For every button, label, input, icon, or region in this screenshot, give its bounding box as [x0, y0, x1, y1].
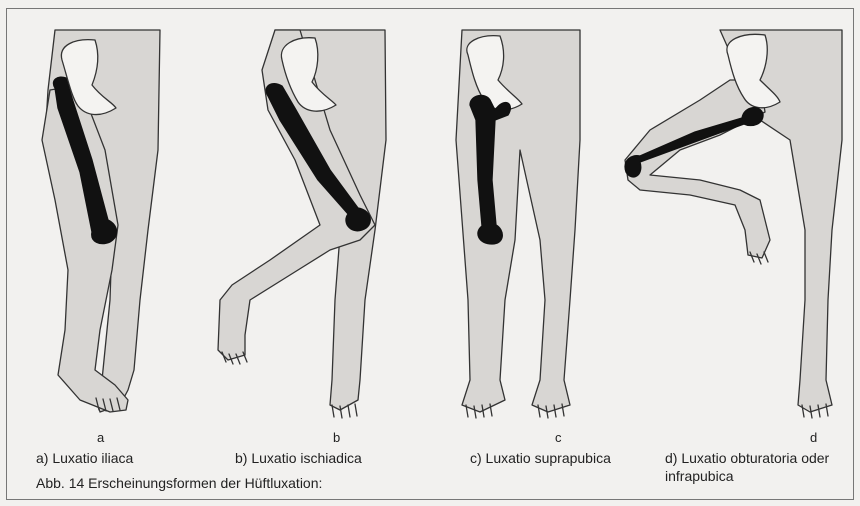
label-b: b) Luxatio ischiadica	[235, 450, 362, 466]
figure-a-luxatio-iliaca	[42, 30, 160, 412]
figure-letter-a: a	[97, 430, 104, 445]
figure-letter-d: d	[810, 430, 817, 445]
figure-c-luxatio-suprapubica	[456, 30, 580, 418]
label-c: c) Luxatio suprapubica	[470, 450, 611, 466]
figure-letter-b: b	[333, 430, 340, 445]
figure-letter-c: c	[555, 430, 562, 445]
label-a: a) Luxatio iliaca	[36, 450, 133, 466]
figure-caption: Abb. 14 Erscheinungsformen der Hüftluxat…	[36, 475, 322, 491]
figure-b-luxatio-ischiadica	[218, 30, 386, 418]
label-d: d) Luxatio obturatoria oder	[665, 450, 829, 466]
figure-d-luxatio-obturatoria	[625, 30, 842, 418]
label-d-continued: infrapubica	[665, 468, 734, 484]
